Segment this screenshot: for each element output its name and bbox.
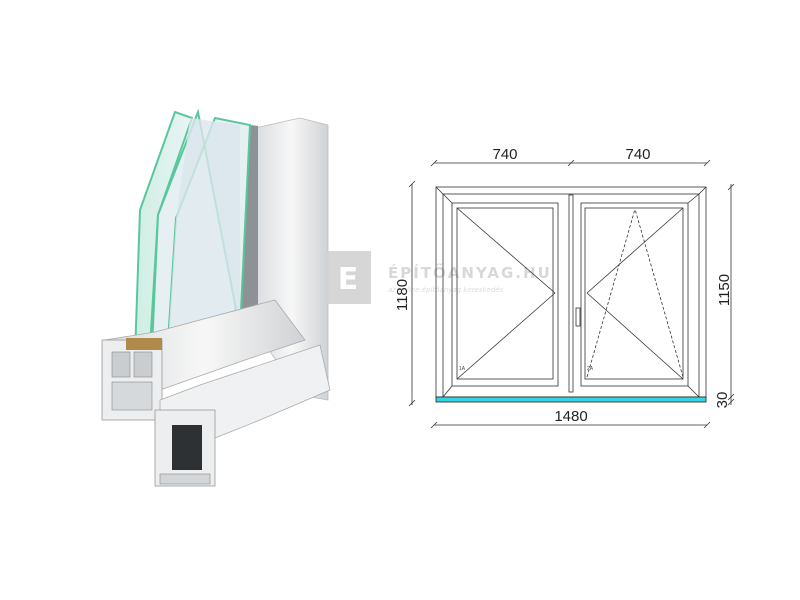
dim-total-height: 1180 [394,279,411,311]
dim-sill-height: 30 [714,392,731,409]
sash-label-right: 2A [587,366,594,372]
dim-frame-height: 1150 [716,274,733,306]
dim-total-width: 1480 [554,408,587,425]
watermark-logo [325,251,371,304]
watermark-subtitle: az online építőanyag kereskedés [388,285,504,294]
watermark-title: ÉPÍTŐANYAG.HU [388,262,552,282]
mullion [568,194,574,393]
sill-profile [435,396,707,403]
window-profile-illustration [101,108,331,487]
sash-right [580,193,700,398]
svg-text:E: E [338,262,359,297]
sash-label-left: 1A [459,366,466,372]
dim-right-width: 740 [625,146,650,163]
watermark: E ÉPÍTŐANYAG.HU az online építőanyag ker… [325,251,552,304]
window-technical-drawing [408,159,735,429]
sash-left [442,193,559,398]
dim-left-width: 740 [492,146,517,163]
handle-icon [575,307,581,327]
